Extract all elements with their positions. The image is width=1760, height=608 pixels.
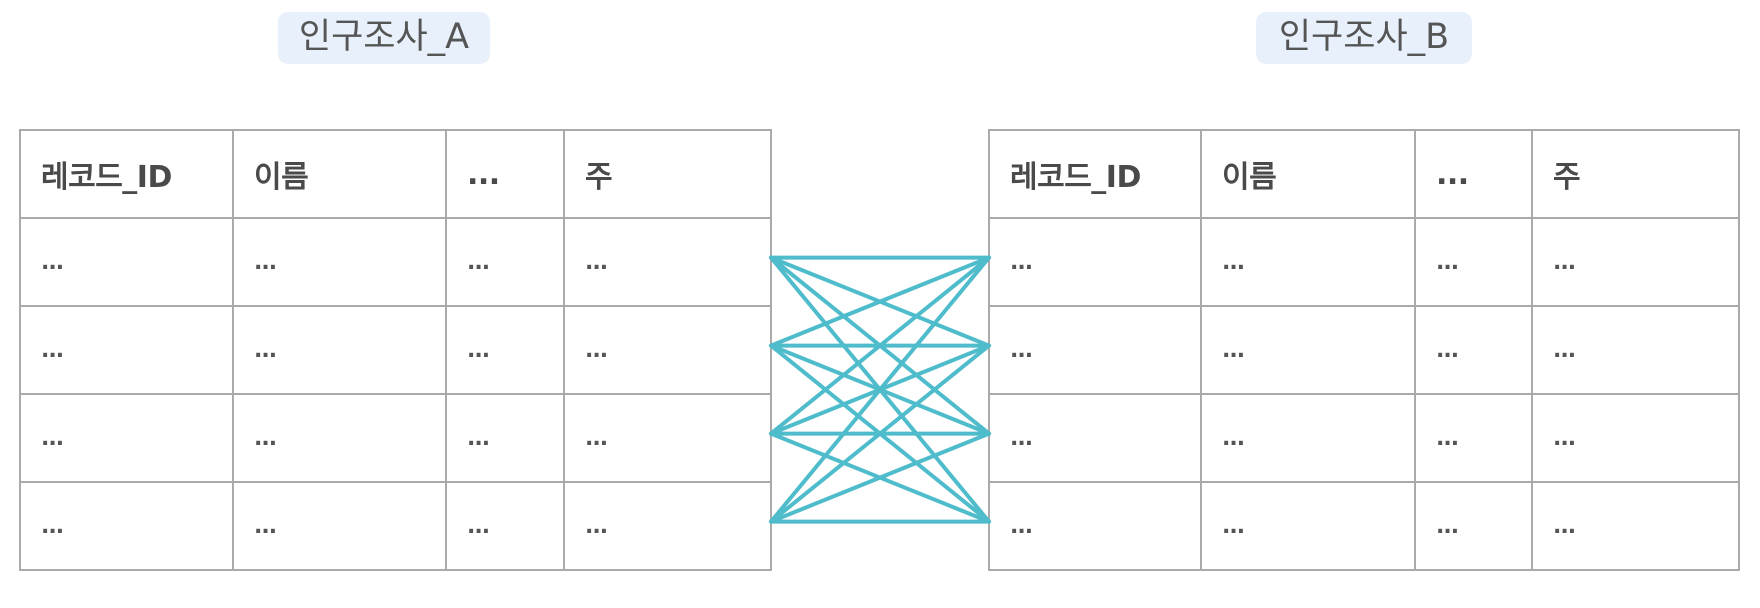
- column-header-name: 이름: [1200, 129, 1416, 219]
- table-cell: ...: [1200, 305, 1416, 395]
- link-line-a3-b4: [769, 431, 991, 524]
- table-cell: ...: [1414, 481, 1533, 571]
- column-header-ellipsis: ...: [445, 129, 565, 219]
- table-cell: ...: [1414, 393, 1533, 483]
- table-cell: ...: [988, 305, 1202, 395]
- header-row: 레코드_ID 이름 ... 주: [19, 129, 772, 219]
- table-cell: ...: [1414, 217, 1533, 307]
- table-cell: ...: [563, 393, 772, 483]
- dataset-a-label: 인구조사_A: [278, 12, 490, 64]
- dataset-b-table: 레코드_ID 이름 ... 주 ... ... ... ... ... ... …: [988, 129, 1740, 571]
- link-line-a4-b3: [769, 431, 991, 524]
- table-cell: ...: [19, 305, 234, 395]
- link-line-a3-b2: [769, 343, 991, 436]
- table-cell: ...: [1200, 217, 1416, 307]
- link-line-a2-b1: [769, 255, 991, 348]
- table-cell: ...: [445, 393, 565, 483]
- table-row: ... ... ... ...: [988, 481, 1740, 571]
- table-row: ... ... ... ...: [19, 481, 772, 571]
- column-header-name: 이름: [232, 129, 447, 219]
- table-cell: ...: [988, 393, 1202, 483]
- dataset-b-label: 인구조사_B: [1256, 12, 1472, 64]
- table-cell: ...: [1200, 481, 1416, 571]
- table-cell: ...: [19, 481, 234, 571]
- column-header-state: 주: [1531, 129, 1740, 219]
- table-cell: ...: [19, 393, 234, 483]
- table-cell: ...: [563, 481, 772, 571]
- table-row: ... ... ... ...: [988, 393, 1740, 483]
- table-cell: ...: [19, 217, 234, 307]
- table-cell: ...: [232, 305, 447, 395]
- link-line-a1-b4: [769, 255, 991, 524]
- table-row: ... ... ... ...: [19, 393, 772, 483]
- link-line-a4-b1: [769, 255, 991, 524]
- table-cell: ...: [563, 217, 772, 307]
- table-cell: ...: [1531, 393, 1740, 483]
- table-cell: ...: [232, 481, 447, 571]
- header-row: 레코드_ID 이름 ... 주: [988, 129, 1740, 219]
- link-line-a4-b2: [769, 343, 991, 524]
- table-cell: ...: [1531, 305, 1740, 395]
- table-cell: ...: [1414, 305, 1533, 395]
- table-cell: ...: [563, 305, 772, 395]
- table-cell: ...: [1200, 393, 1416, 483]
- table-cell: ...: [232, 393, 447, 483]
- table-cell: ...: [445, 481, 565, 571]
- column-header-record-id: 레코드_ID: [19, 129, 234, 219]
- table-row: ... ... ... ...: [988, 217, 1740, 307]
- dataset-a-table: 레코드_ID 이름 ... 주 ... ... ... ... ... ... …: [19, 129, 772, 571]
- table-cell: ...: [988, 481, 1202, 571]
- link-line-a2-b4: [769, 343, 991, 524]
- column-header-ellipsis: ...: [1414, 129, 1533, 219]
- table-cell: ...: [445, 217, 565, 307]
- column-header-state: 주: [563, 129, 772, 219]
- link-line-a2-b3: [769, 343, 991, 436]
- table-row: ... ... ... ...: [19, 305, 772, 395]
- link-line-a3-b1: [769, 255, 991, 436]
- table-row: ... ... ... ...: [19, 217, 772, 307]
- table-cell: ...: [1531, 481, 1740, 571]
- table-cell: ...: [445, 305, 565, 395]
- table-cell: ...: [1531, 217, 1740, 307]
- table-cell: ...: [988, 217, 1202, 307]
- column-header-record-id: 레코드_ID: [988, 129, 1202, 219]
- link-line-a1-b3: [769, 255, 991, 436]
- table-row: ... ... ... ...: [988, 305, 1740, 395]
- link-line-a1-b2: [769, 255, 991, 348]
- table-cell: ...: [232, 217, 447, 307]
